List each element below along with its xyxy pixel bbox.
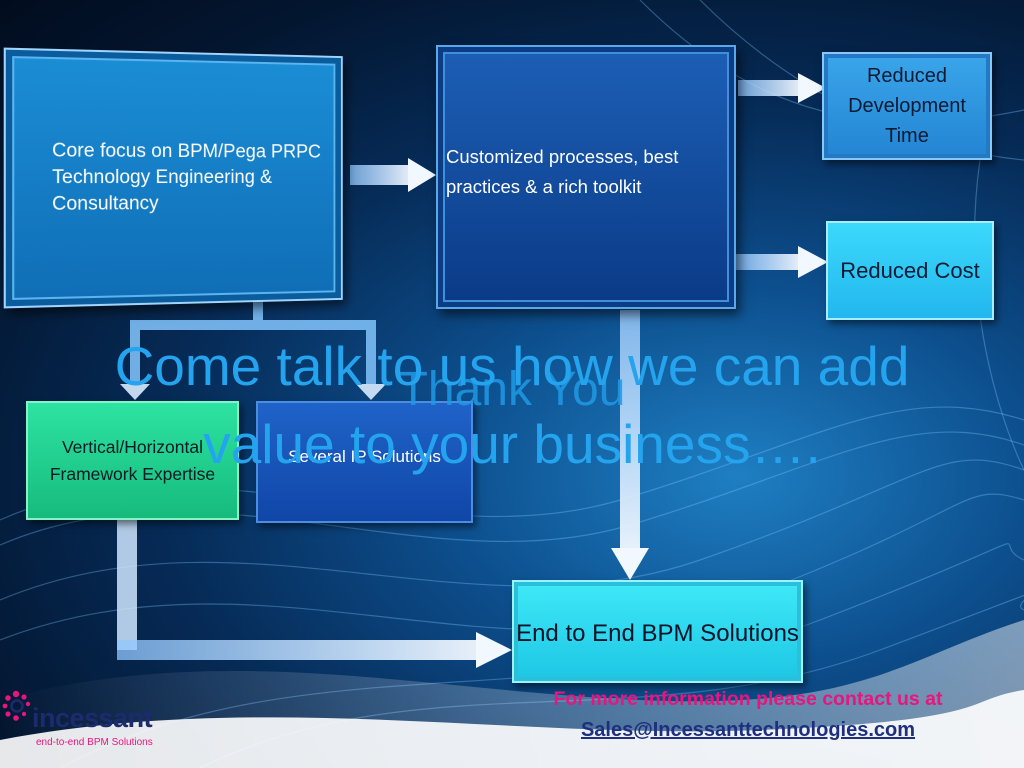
logo-wordmark: incessant xyxy=(32,703,153,733)
come-talk-line-2: value to your business…. xyxy=(203,413,821,475)
framework-expertise-box: Vertical/Horizontal Framework Expertise xyxy=(26,401,239,520)
customized-processes-box: Customized processes, best practices & a… xyxy=(436,45,736,309)
arrow-vertical-to-end xyxy=(117,520,512,668)
reduced-development-time-box: Reduced Development Time xyxy=(822,52,992,160)
end-to-end-bpm-label: End to End BPM Solutions xyxy=(516,620,799,648)
arrow-custom-to-rdt xyxy=(738,73,826,103)
ip-solutions-box: Several IP Solutions xyxy=(256,401,473,523)
reduced-cost-label: Reduced Cost xyxy=(840,258,980,283)
reduced-cost-box: Reduced Cost xyxy=(826,221,994,320)
core-focus-box: Core focus on BPM/Pega PRPC Technology E… xyxy=(3,47,343,309)
end-to-end-bpm-box: End to End BPM Solutions xyxy=(512,580,803,683)
core-focus-label: Core focus on BPM/Pega PRPC Technology E… xyxy=(52,139,321,216)
ip-solutions-label: Several IP Solutions xyxy=(288,447,441,466)
logo-tagline: end-to-end BPM Solutions xyxy=(36,737,153,748)
contact-text: For more information please contact us a… xyxy=(553,688,943,710)
reduced-development-time-label: Reduced Development Time xyxy=(848,65,966,147)
arrow-core-to-custom xyxy=(350,158,436,192)
contact-email-link[interactable]: Sales@Incessanttechnologies.com xyxy=(580,719,916,741)
customized-processes-label: Customized processes, best practices & a… xyxy=(446,146,679,197)
arrow-custom-to-end xyxy=(611,310,649,580)
incessant-logo-icon xyxy=(2,690,31,721)
thank-you-title: Thank You xyxy=(398,363,626,416)
come-talk-line-1: Come talk to us how we can add xyxy=(114,335,910,397)
framework-expertise-label: Vertical/Horizontal Framework Expertise xyxy=(49,437,216,484)
arrow-custom-to-cost xyxy=(736,246,828,278)
